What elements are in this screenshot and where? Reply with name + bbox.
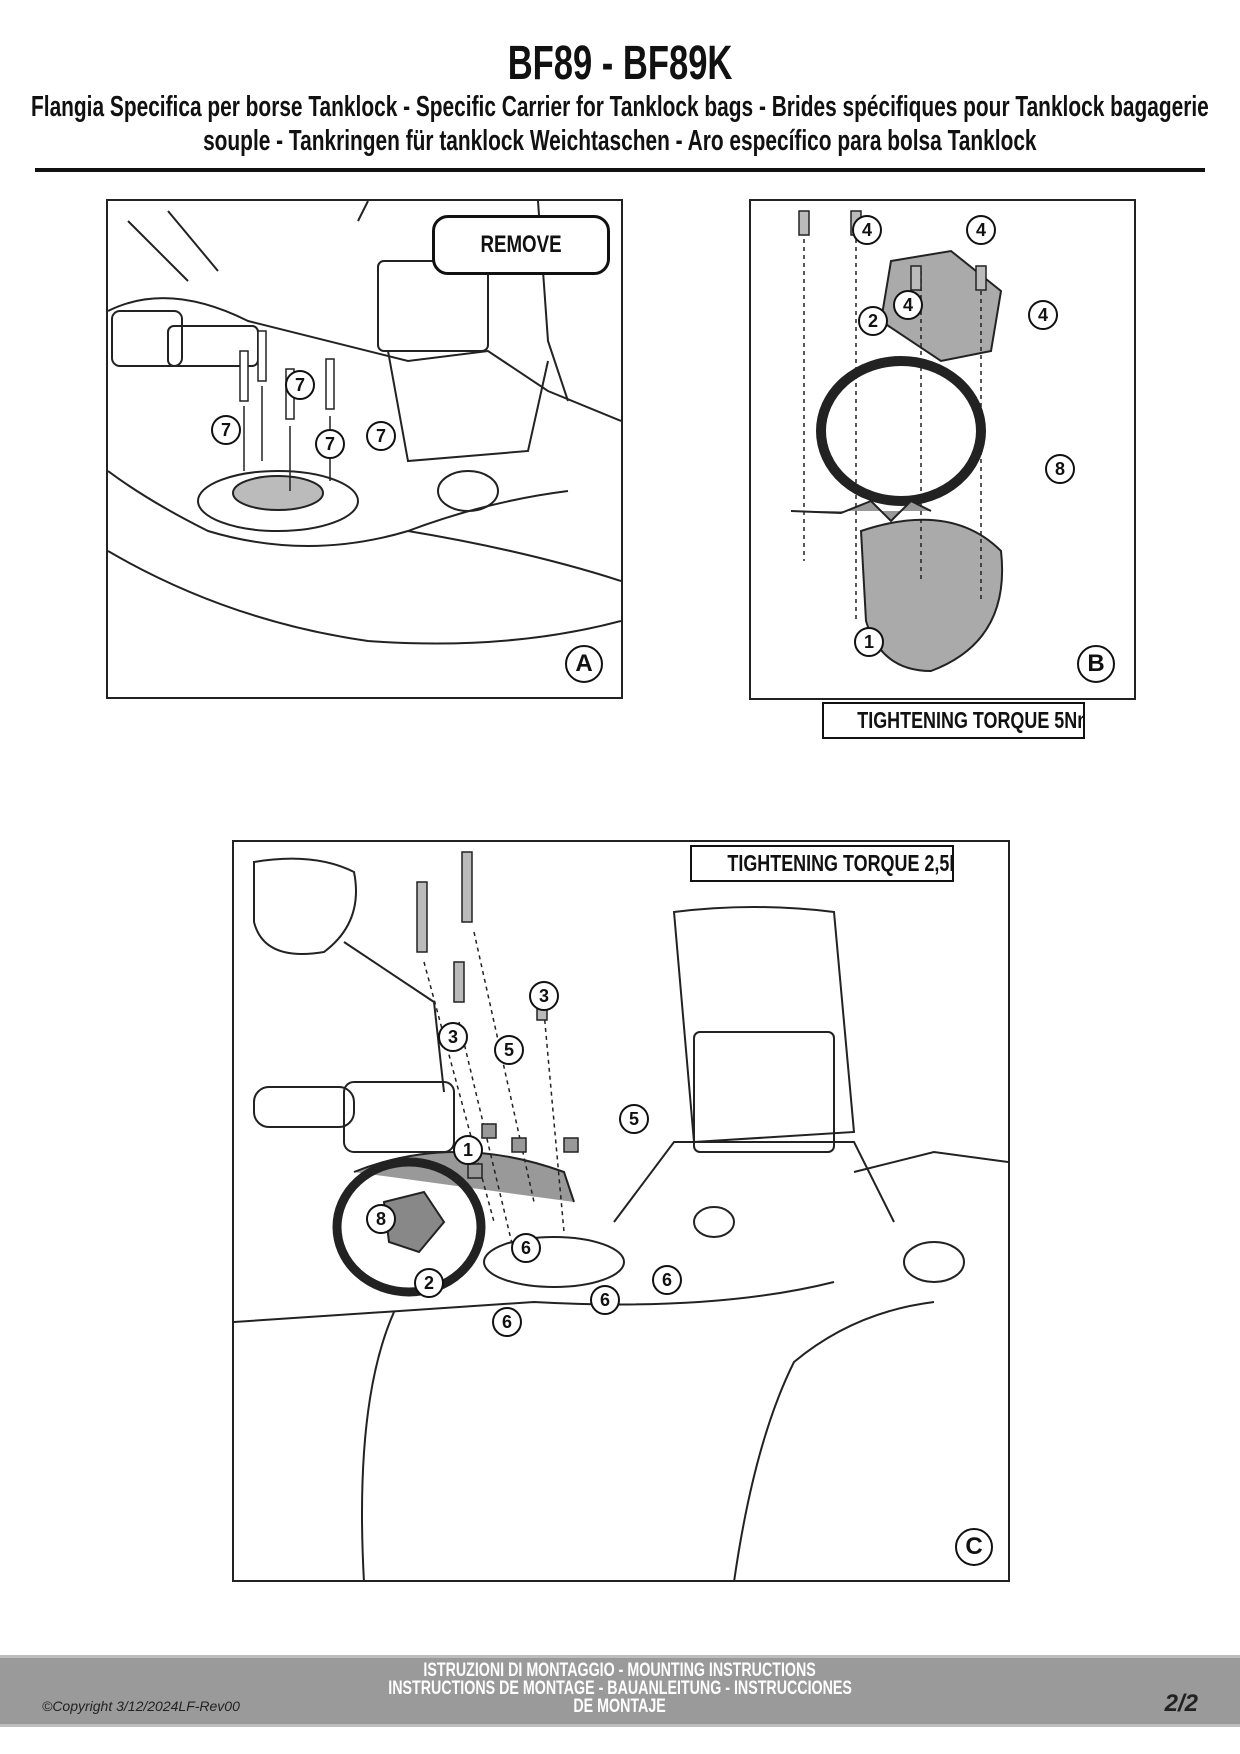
remove-label: REMOVE bbox=[432, 215, 610, 275]
callout-3: 3 bbox=[438, 1022, 468, 1052]
callout-2: 2 bbox=[858, 306, 888, 336]
callout-4: 4 bbox=[852, 215, 882, 245]
panel-c-illustration: TIGHTENING TORQUE 2,5Nm 3 3 5 5 1 8 6 6 … bbox=[232, 840, 1010, 1582]
callout-1: 1 bbox=[453, 1135, 483, 1165]
copyright: ©Copyright 3/12/2024LF-Rev00 bbox=[42, 1698, 240, 1714]
panel-a-illustration: REMOVE 7 7 7 7 A bbox=[106, 199, 623, 699]
callout-6: 6 bbox=[590, 1285, 620, 1315]
panel-b-illustration: 4 4 4 4 2 8 1 B bbox=[749, 199, 1136, 700]
callout-8: 8 bbox=[1045, 454, 1075, 484]
header-divider bbox=[35, 168, 1205, 172]
motorcycle-handlebar-drawing bbox=[108, 201, 621, 645]
callout-4: 4 bbox=[1028, 300, 1058, 330]
callout-3: 3 bbox=[529, 981, 559, 1011]
callout-1: 1 bbox=[854, 627, 884, 657]
footer-line-2: INSTRUCTIONS DE MONTAGE - BAUANLEITUNG -… bbox=[388, 1678, 852, 1699]
callout-5: 5 bbox=[494, 1035, 524, 1065]
torque-label-2-5nm: TIGHTENING TORQUE 2,5Nm bbox=[690, 845, 954, 882]
panel-label-a: A bbox=[565, 645, 603, 683]
installed-carrier-drawing bbox=[234, 851, 1008, 1580]
callout-4: 4 bbox=[893, 290, 923, 320]
callout-7: 7 bbox=[315, 429, 345, 459]
footer-instructions: ISTRUZIONI DI MONTAGGIO - MOUNTING INSTR… bbox=[0, 1660, 1240, 1717]
callout-5: 5 bbox=[619, 1104, 649, 1134]
exploded-parts-drawing bbox=[790, 210, 1004, 673]
panel-label-b: B bbox=[1077, 645, 1115, 683]
footer-line-1: ISTRUZIONI DI MONTAGGIO - MOUNTING INSTR… bbox=[423, 1660, 817, 1681]
callout-7: 7 bbox=[285, 370, 315, 400]
callout-4: 4 bbox=[966, 215, 996, 245]
panel-label-c: C bbox=[955, 1528, 993, 1566]
subtitle-line-1: Flangia Specifica per borse Tanklock - S… bbox=[31, 91, 1209, 123]
torque-label-5nm: TIGHTENING TORQUE 5Nm bbox=[822, 702, 1085, 739]
callout-6: 6 bbox=[492, 1307, 522, 1337]
callout-8: 8 bbox=[366, 1204, 396, 1234]
document-title: BF89 - BF89K bbox=[507, 37, 733, 90]
page-number: 2/2 bbox=[1164, 1690, 1198, 1717]
callout-7: 7 bbox=[211, 415, 241, 445]
subtitle-line-2: souple - Tankringen für tanklock Weichta… bbox=[203, 125, 1037, 157]
footer-line-3: DE MONTAJE bbox=[573, 1696, 667, 1717]
callout-6: 6 bbox=[652, 1265, 682, 1295]
callout-7: 7 bbox=[366, 421, 396, 451]
callout-6: 6 bbox=[511, 1233, 541, 1263]
footer-bar: ISTRUZIONI DI MONTAGGIO - MOUNTING INSTR… bbox=[0, 1655, 1240, 1727]
callout-2: 2 bbox=[414, 1268, 444, 1298]
